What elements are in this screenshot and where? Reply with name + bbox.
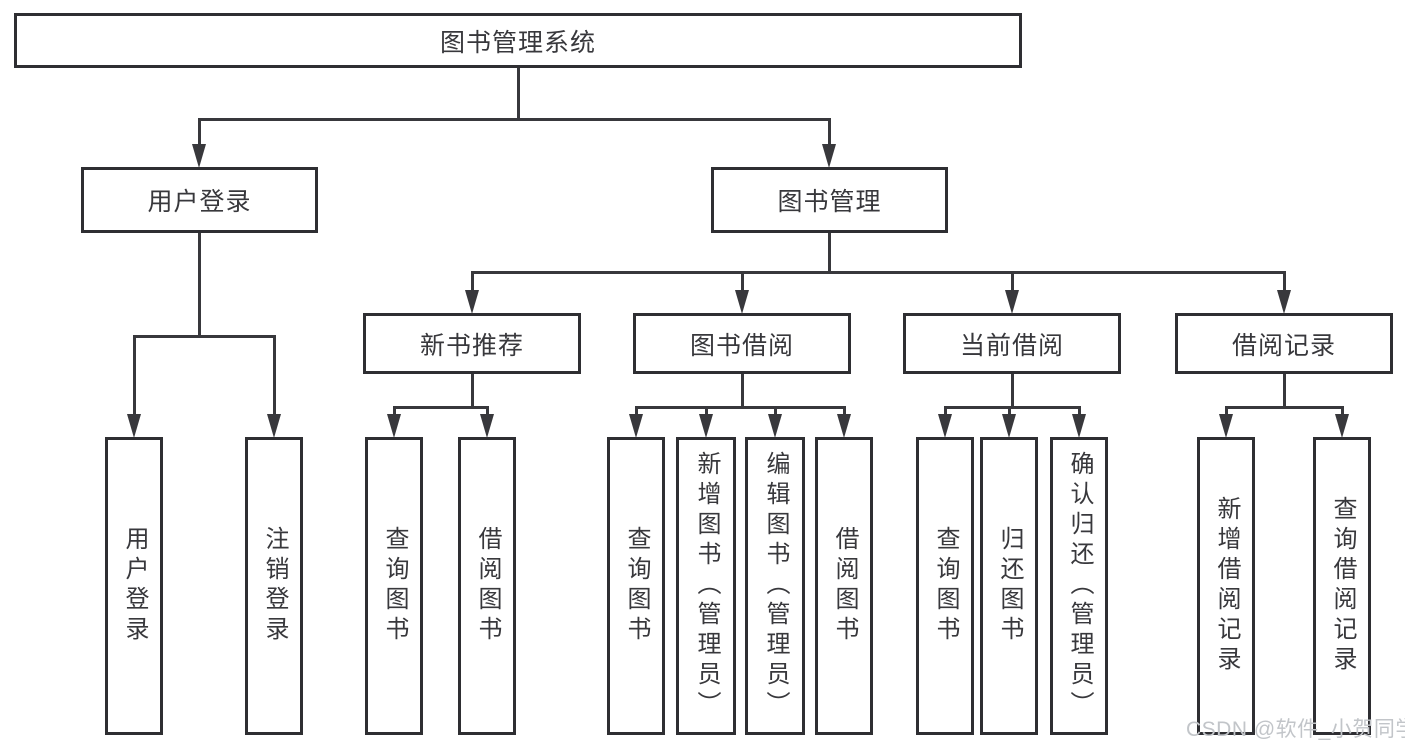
connector-line — [1340, 406, 1344, 415]
node-label-book-management: 图书管理 — [777, 188, 882, 216]
arrow-down-icon — [1276, 290, 1291, 314]
connector-line — [1010, 374, 1014, 409]
node-label-book-borrowing: 图书借阅 — [689, 331, 794, 360]
node-current-borrowing: 当前借阅 — [903, 313, 1121, 374]
node-label-current-confirm-return: 确认归还（管理员） — [1066, 451, 1093, 721]
arrow-down-icon — [479, 414, 494, 438]
connector-line — [1282, 374, 1286, 409]
arrow-down-icon — [386, 414, 401, 438]
node-new-book-recommend: 新书推荐 — [363, 313, 581, 374]
arrow-down-icon — [266, 414, 281, 438]
connector-line — [828, 118, 831, 145]
node-current-return-books: 归还图书 — [980, 437, 1038, 735]
connector-line — [198, 233, 201, 338]
connector-line — [1007, 406, 1011, 415]
node-borrowing-add-books: 新增图书（管理员） — [676, 437, 736, 735]
node-label-current-return-books: 归还图书 — [996, 526, 1023, 646]
connector-line — [943, 406, 947, 415]
connector-line — [1077, 406, 1081, 415]
node-label-leaf-logout: 注销登录 — [261, 526, 288, 646]
node-current-confirm-return: 确认归还（管理员） — [1050, 437, 1108, 735]
arrow-down-icon — [1071, 414, 1086, 438]
node-label-new-book-recommend: 新书推荐 — [419, 331, 524, 360]
connector-line — [470, 374, 474, 409]
arrow-down-icon — [937, 414, 952, 438]
arrow-down-icon — [767, 414, 782, 438]
node-label-borrowing-records: 借阅记录 — [1231, 331, 1336, 360]
arrow-down-icon — [836, 414, 851, 438]
connector-line — [740, 374, 744, 409]
node-records-query-record: 查询借阅记录 — [1313, 437, 1371, 735]
node-label-current-query-books: 查询图书 — [932, 526, 959, 646]
node-user-login: 用户登录 — [81, 167, 318, 233]
arrow-down-icon — [734, 290, 749, 314]
connector-line — [272, 335, 276, 415]
connector-line — [634, 406, 846, 409]
connector-line — [198, 118, 831, 121]
node-label-current-borrowing: 当前借阅 — [959, 331, 1064, 360]
connector-line — [198, 118, 201, 145]
node-label-borrowing-add-books: 新增图书（管理员） — [693, 451, 720, 721]
connector-line — [943, 406, 1081, 409]
node-label-borrowing-borrow-books: 借阅图书 — [831, 526, 858, 646]
node-label-records-add-record: 新增借阅记录 — [1213, 496, 1240, 676]
connector-line — [1010, 271, 1014, 291]
connector-line — [470, 271, 474, 291]
node-label-recommend-query-books: 查询图书 — [381, 526, 408, 646]
node-borrowing-query-books: 查询图书 — [607, 437, 665, 735]
arrow-down-icon — [698, 414, 713, 438]
node-label-records-query-record: 查询借阅记录 — [1329, 496, 1356, 676]
arrow-down-icon — [126, 414, 141, 438]
arrow-down-icon — [628, 414, 643, 438]
node-borrowing-records: 借阅记录 — [1175, 313, 1393, 374]
arrow-down-icon — [1004, 290, 1019, 314]
connector-line — [634, 406, 638, 415]
arrow-down-icon — [1218, 414, 1233, 438]
node-root: 图书管理系统 — [14, 13, 1022, 68]
connector-line — [132, 335, 276, 338]
node-borrowing-borrow-books: 借阅图书 — [815, 437, 873, 735]
node-label-user-login: 用户登录 — [147, 188, 252, 216]
connector-line — [842, 406, 846, 415]
connector-line — [1282, 271, 1286, 291]
node-leaf-user-login: 用户登录 — [105, 437, 163, 735]
connector-line — [704, 406, 708, 415]
node-label-borrowing-query-books: 查询图书 — [623, 526, 650, 646]
connector-line — [1224, 406, 1228, 415]
connector-line — [470, 271, 1286, 274]
connector-line — [1224, 406, 1344, 409]
connector-line — [516, 68, 520, 121]
node-current-query-books: 查询图书 — [916, 437, 974, 735]
watermark: CSDN @软件_小贺同学 — [1186, 718, 1405, 741]
connector-line — [740, 271, 744, 291]
arrow-down-icon — [1001, 414, 1016, 438]
connector-line — [132, 335, 136, 415]
connector-line — [485, 406, 489, 415]
node-label-root: 图书管理系统 — [439, 28, 596, 57]
node-book-management: 图书管理 — [711, 167, 948, 233]
node-book-borrowing: 图书借阅 — [633, 313, 851, 374]
arrow-down-icon — [464, 290, 479, 314]
node-recommend-query-books: 查询图书 — [365, 437, 423, 735]
node-label-leaf-user-login: 用户登录 — [121, 526, 148, 646]
connector-line — [828, 233, 831, 274]
node-leaf-logout: 注销登录 — [245, 437, 303, 735]
node-borrowing-edit-books: 编辑图书（管理员） — [745, 437, 805, 735]
node-label-recommend-borrow-books: 借阅图书 — [474, 526, 501, 646]
connector-line — [392, 406, 396, 415]
arrow-down-icon — [192, 144, 206, 168]
arrow-down-icon — [1334, 414, 1349, 438]
connector-line — [773, 406, 777, 415]
node-records-add-record: 新增借阅记录 — [1197, 437, 1255, 735]
node-recommend-borrow-books: 借阅图书 — [458, 437, 516, 735]
arrow-down-icon — [822, 144, 836, 168]
node-label-borrowing-edit-books: 编辑图书（管理员） — [762, 451, 789, 721]
connector-line — [392, 406, 489, 409]
